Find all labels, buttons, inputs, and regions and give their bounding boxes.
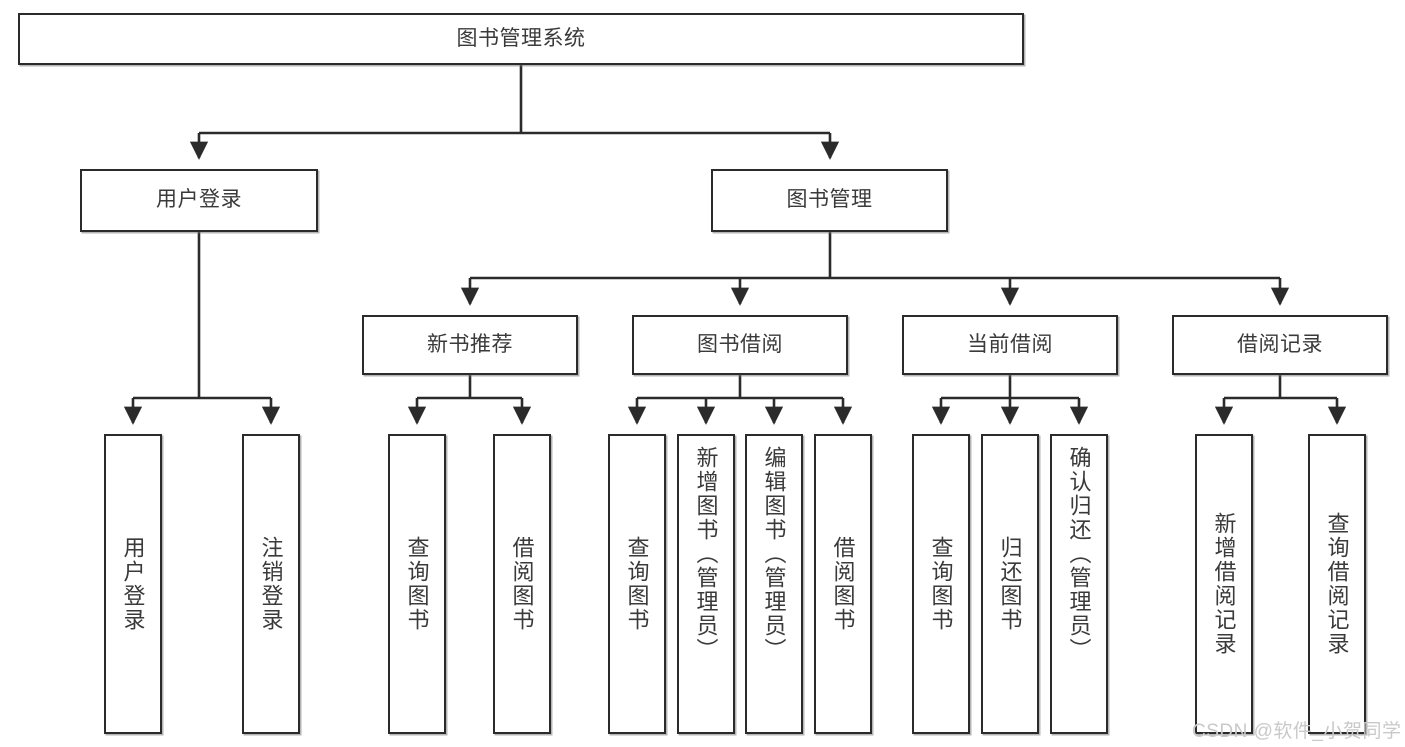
node-label: 新增借阅记录: [1211, 512, 1237, 656]
node-label: 图书管理: [786, 188, 873, 212]
node-label: 图书管理系统: [456, 26, 586, 50]
node-label: 查询图书: [928, 536, 954, 632]
node-label: 借阅记录: [1237, 332, 1323, 356]
node-label: 当前借阅: [967, 332, 1053, 356]
leaf-confirm-return-admin[interactable]: 确认归还（管理员）: [1050, 434, 1108, 734]
node-label: 图书借阅: [697, 332, 783, 356]
node-borrow-record[interactable]: 借阅记录: [1172, 315, 1388, 375]
csdn-watermark: CSDN @软件_小贺同学: [1192, 721, 1402, 742]
node-book-management[interactable]: 图书管理: [711, 169, 948, 232]
leaf-add-borrow-record[interactable]: 新增借阅记录: [1195, 434, 1253, 734]
leaf-borrow-book-recommend[interactable]: 借阅图书: [493, 434, 551, 734]
node-label: 查询图书: [404, 536, 430, 632]
node-user-login[interactable]: 用户登录: [80, 169, 318, 232]
node-label: 归还图书: [997, 536, 1023, 632]
node-label: 用户登录: [156, 188, 242, 212]
leaf-borrow-book[interactable]: 借阅图书: [814, 434, 872, 734]
node-label: 查询图书: [624, 536, 650, 632]
node-label: 编辑图书（管理员）: [761, 446, 787, 662]
node-label: 确认归还（管理员）: [1066, 446, 1092, 662]
leaf-query-borrow-record[interactable]: 查询借阅记录: [1308, 434, 1366, 734]
node-label: 查询借阅记录: [1324, 512, 1350, 656]
node-root-system[interactable]: 图书管理系统: [18, 13, 1024, 65]
node-label: 借阅图书: [830, 536, 856, 632]
node-label: 新书推荐: [427, 332, 513, 356]
leaf-return-book[interactable]: 归还图书: [981, 434, 1039, 734]
node-label: 借阅图书: [509, 536, 535, 632]
node-label: 用户登录: [120, 536, 146, 632]
node-new-book-recommend[interactable]: 新书推荐: [362, 315, 578, 375]
leaf-edit-book-admin[interactable]: 编辑图书（管理员）: [745, 434, 803, 734]
leaf-query-book-current[interactable]: 查询图书: [912, 434, 970, 734]
node-label: 注销登录: [258, 536, 284, 632]
leaf-query-book-borrow[interactable]: 查询图书: [608, 434, 666, 734]
leaf-add-book-admin[interactable]: 新增图书（管理员）: [677, 434, 735, 734]
leaf-user-login[interactable]: 用户登录: [104, 434, 162, 734]
leaf-user-logout[interactable]: 注销登录: [242, 434, 300, 734]
node-book-borrow[interactable]: 图书借阅: [632, 315, 848, 375]
node-current-borrow[interactable]: 当前借阅: [902, 315, 1118, 375]
leaf-query-book-recommend[interactable]: 查询图书: [388, 434, 446, 734]
node-label: 新增图书（管理员）: [693, 446, 719, 662]
